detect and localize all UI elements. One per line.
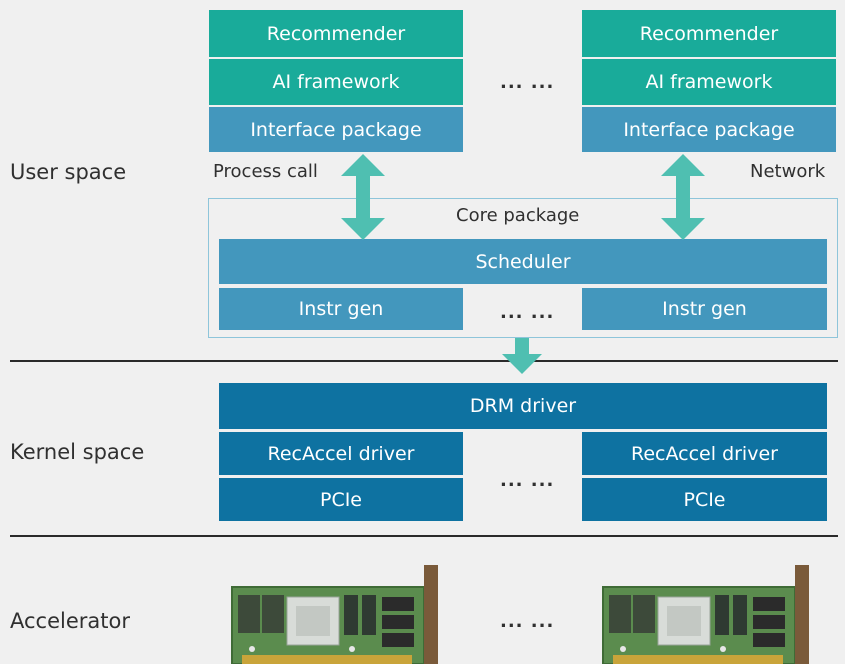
network-double-arrow-icon <box>661 154 705 240</box>
scheduler-box: Scheduler <box>219 239 827 284</box>
accelerator-card-right-icon <box>602 565 809 664</box>
instr-gen-right: Instr gen <box>582 288 827 330</box>
kernel-accelerator-divider <box>10 535 838 537</box>
core-package-container <box>208 198 838 338</box>
interface-package-left: Interface package <box>209 107 463 152</box>
recommender-right: Recommender <box>582 10 836 57</box>
recommender-left: Recommender <box>209 10 463 57</box>
user-space-label: User space <box>10 160 127 184</box>
pcie-left: PCIe <box>219 478 463 521</box>
ellipsis-accelerator: ... ... <box>500 611 555 632</box>
kernel-space-label: Kernel space <box>10 440 145 464</box>
core-package-title: Core package <box>456 205 580 226</box>
network-label: Network <box>750 161 826 182</box>
drm-driver-box: DRM driver <box>219 383 827 429</box>
process-call-double-arrow-icon <box>341 154 385 240</box>
interface-package-right: Interface package <box>582 107 836 152</box>
user-kernel-divider <box>10 360 838 362</box>
ellipsis-user: ... ... <box>500 72 555 93</box>
down-arrow-icon <box>502 338 542 374</box>
ai-framework-left: AI framework <box>209 59 463 105</box>
ellipsis-kernel: ... ... <box>500 470 555 491</box>
instr-gen-left: Instr gen <box>219 288 463 330</box>
ellipsis-core: ... ... <box>500 302 555 323</box>
pcie-right: PCIe <box>582 478 827 521</box>
ai-framework-right: AI framework <box>582 59 836 105</box>
recaccel-driver-right: RecAccel driver <box>582 432 827 475</box>
recaccel-driver-left: RecAccel driver <box>219 432 463 475</box>
accelerator-card-left-icon <box>231 565 438 664</box>
accelerator-label: Accelerator <box>10 609 130 633</box>
process-call-label: Process call <box>213 161 318 182</box>
